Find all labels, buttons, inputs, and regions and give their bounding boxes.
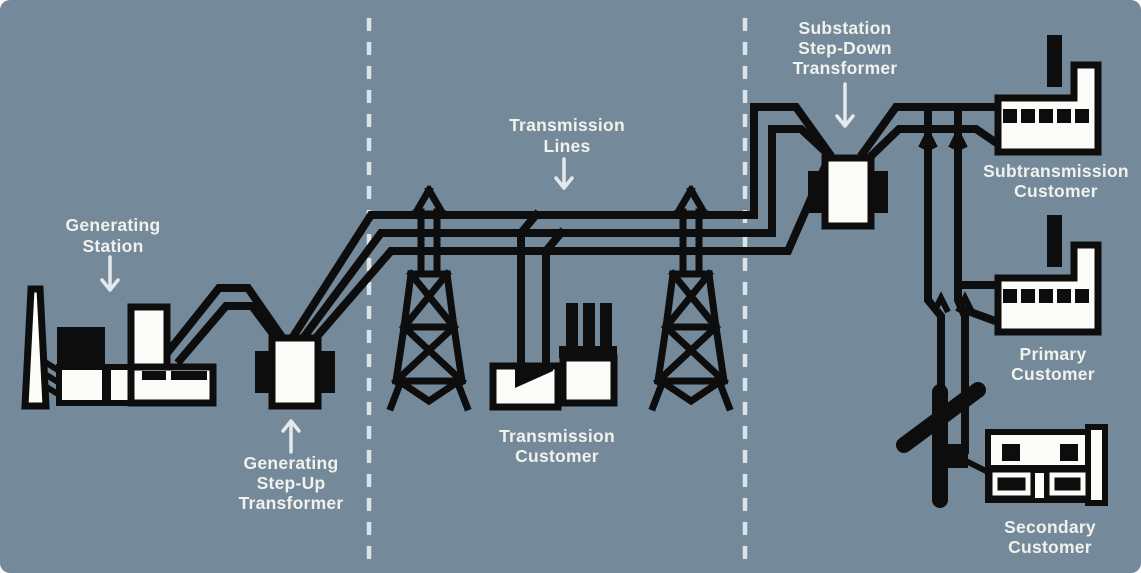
svg-text:Transmission: Transmission	[499, 426, 615, 446]
label-secondary-customer: Secondary Customer	[1004, 517, 1096, 557]
secondary-customer-icon	[985, 424, 1108, 506]
svg-text:Transmission: Transmission	[509, 115, 625, 135]
svg-text:Customer: Customer	[1014, 181, 1098, 201]
svg-text:Transformer: Transformer	[239, 493, 344, 513]
step-up-transformer-icon	[255, 338, 335, 406]
svg-text:Primary: Primary	[1020, 344, 1087, 364]
svg-text:Lines: Lines	[544, 136, 591, 156]
label-substation-transformer: Substation Step-Down Transformer	[793, 18, 898, 78]
primary-customer-icon	[998, 215, 1098, 332]
label-primary-customer: Primary Customer	[1011, 344, 1095, 384]
svg-text:Generating: Generating	[244, 453, 339, 473]
subtransmission-customer-icon	[998, 35, 1098, 152]
label-transmission-customer: Transmission Customer	[499, 426, 615, 466]
transmission-lines-wires	[283, 103, 838, 378]
label-subtransmission-customer: Subtransmission Customer	[983, 161, 1129, 201]
generator-leads-wires	[162, 284, 288, 366]
svg-text:Station: Station	[82, 236, 143, 256]
arrow-down-substation-transformer	[835, 82, 855, 128]
svg-text:Step-Up: Step-Up	[257, 473, 326, 493]
arrow-down-transmission-lines	[554, 157, 574, 190]
utility-pole-icon	[896, 382, 994, 508]
transmission-tower-icon-right	[653, 190, 729, 407]
transmission-customer-icon	[489, 303, 618, 411]
arrow-up-step-up-transformer	[281, 419, 301, 454]
svg-text:Customer: Customer	[515, 446, 599, 466]
label-transmission-lines: Transmission Lines	[509, 115, 625, 156]
svg-text:Subtransmission: Subtransmission	[983, 161, 1129, 181]
svg-text:Step-Down: Step-Down	[798, 38, 892, 58]
svg-text:Generating: Generating	[66, 215, 161, 235]
distribution-wires	[857, 103, 1004, 454]
label-generating-station: Generating Station	[66, 215, 161, 256]
arrow-down-generating-station	[100, 255, 120, 292]
svg-text:Transformer: Transformer	[793, 58, 898, 78]
svg-text:Substation: Substation	[799, 18, 892, 38]
generating-station-icon	[21, 285, 217, 410]
svg-text:Customer: Customer	[1011, 364, 1095, 384]
svg-text:Customer: Customer	[1008, 537, 1092, 557]
svg-text:Secondary: Secondary	[1004, 517, 1096, 537]
label-step-up-transformer: Generating Step-Up Transformer	[239, 453, 344, 513]
transmission-tower-icon-left	[391, 190, 467, 407]
